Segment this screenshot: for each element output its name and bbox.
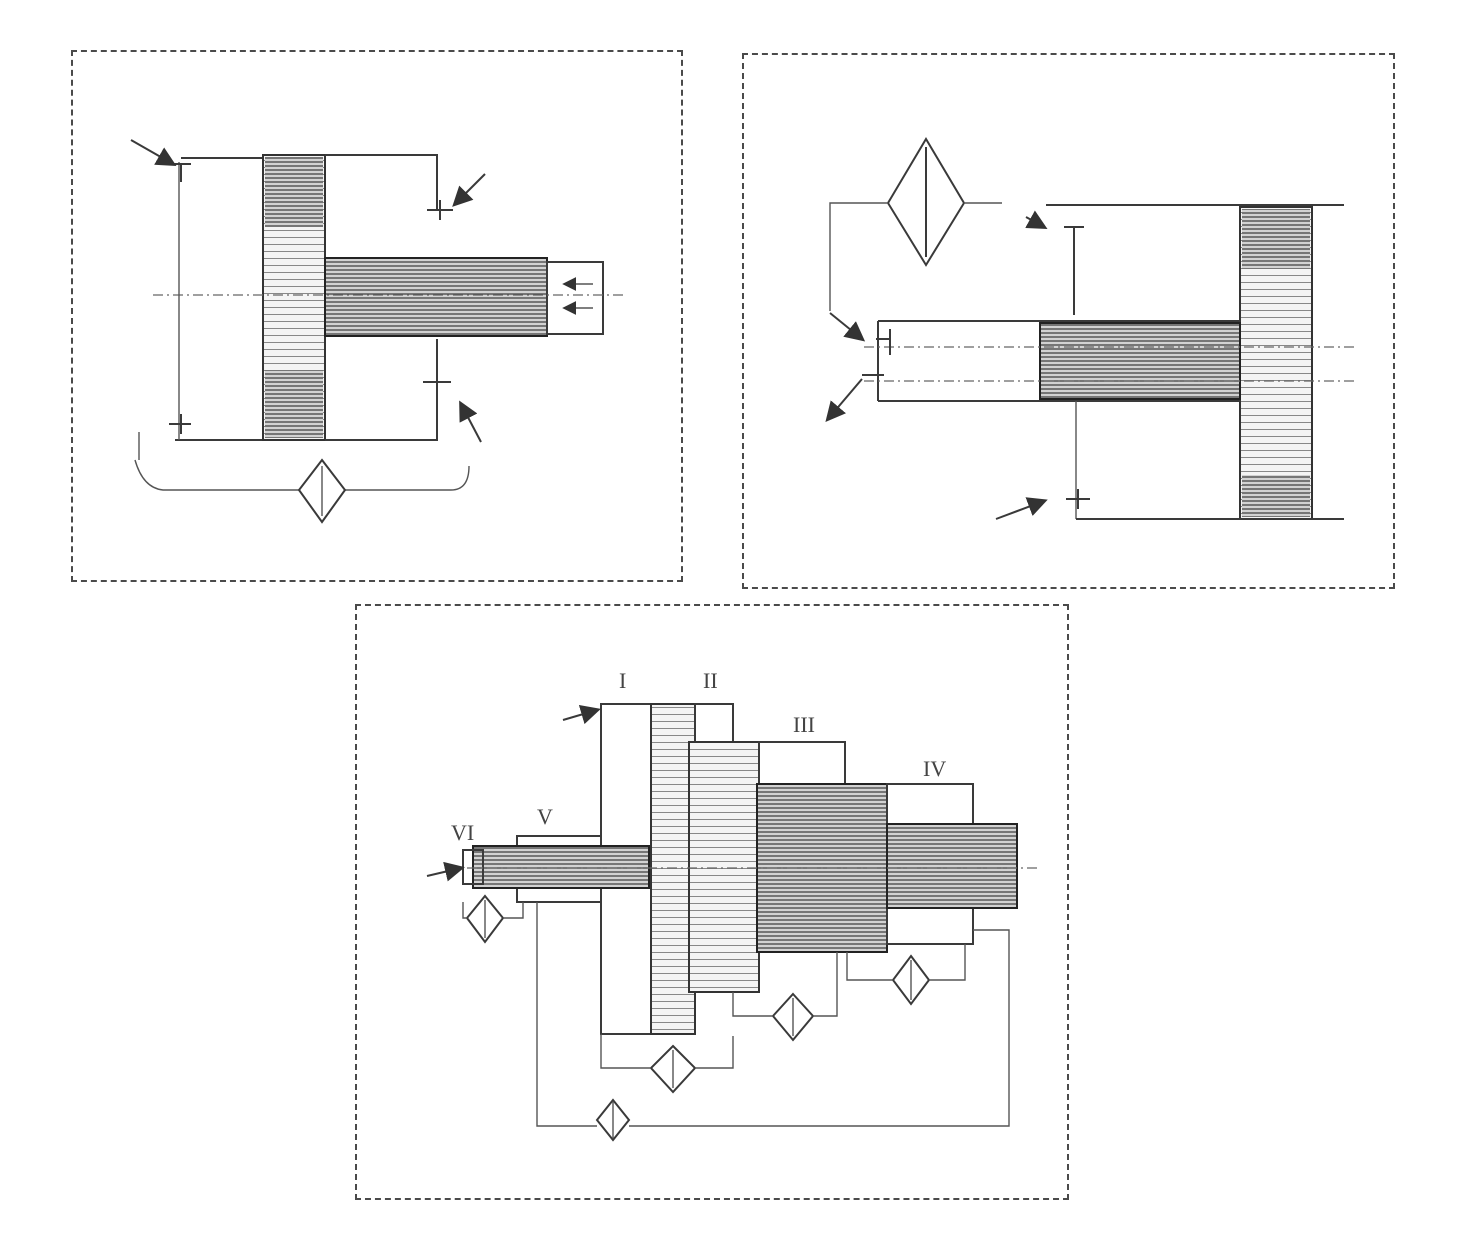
inlet-arrow-left [426,861,465,882]
flow-scheme-counterflow [825,137,1354,520]
loop-outer [536,902,1010,1127]
central-tube [1039,322,1241,400]
inlet-arrow-top [1025,210,1048,229]
loop-vi [462,902,524,919]
diagram-panel-top-left [71,50,683,582]
tube-end-cap [546,261,604,335]
stage-v-tube [472,845,650,889]
stage-label-iii: III [793,712,815,737]
valve-top-left [171,163,191,182]
valve-left-top [876,329,891,355]
right-chamber-top [325,154,438,210]
horizontal-tube [324,257,548,337]
diagram-panel-bottom: I II III IV V VI [355,604,1069,1200]
stage-iv-tube [886,823,1018,909]
right-chamber-bottom [325,339,438,441]
heat-exchanger-top [886,137,966,267]
stage-iii-header [758,741,846,785]
loop-iii [732,952,838,1017]
stage-label-v: V [537,804,553,829]
stage-ii-membrane [688,741,760,993]
loop-i [600,1034,734,1069]
stage-label-vi: VI [451,820,474,845]
stage-ii-header [694,703,734,745]
outlet-arrow-top-right [452,173,486,207]
loop-iv [846,944,966,981]
inlet-arrow-bottom [995,497,1048,520]
stage-label-iv: IV [923,756,946,781]
stage-i-membrane [650,703,696,1035]
inlet-arrow-top [562,704,601,725]
recirculation-line-right [345,465,470,491]
outlet-arrow-bottom-right [459,400,482,443]
valve-bottom-left [169,414,191,434]
valve-top [1064,226,1084,315]
heat-exchanger-i [649,1044,697,1094]
heat-exchanger-outer [595,1098,631,1142]
membrane-dense-bottom [1242,475,1310,517]
outlet-arrow-left [825,378,863,423]
flow-scheme-multistage: I II III IV V VI [426,668,1037,1142]
valve-bottom [1066,489,1090,509]
flow-scheme-single-stage [130,139,625,524]
stage-label-i: I [619,668,626,693]
membrane-dense-top [1242,209,1310,269]
left-chamber-outline [175,157,264,441]
valve-top-right [427,200,453,220]
heat-exchanger [297,458,347,524]
recirculation-line-left [134,459,299,491]
inlet-arrow-top-left [130,139,177,166]
top-loop-left [829,202,888,311]
diagram-panel-top-right [742,53,1395,589]
membrane-dense-bottom [265,370,323,438]
inlet-arrow-left [829,312,866,342]
membrane-dense-top [265,157,323,227]
valve-bottom-right [423,372,451,392]
stage-label-ii: II [703,668,718,693]
heat-exchanger-iii [771,992,815,1042]
heat-exchanger-vi [465,894,505,944]
heat-exchanger-iv [891,954,931,1006]
